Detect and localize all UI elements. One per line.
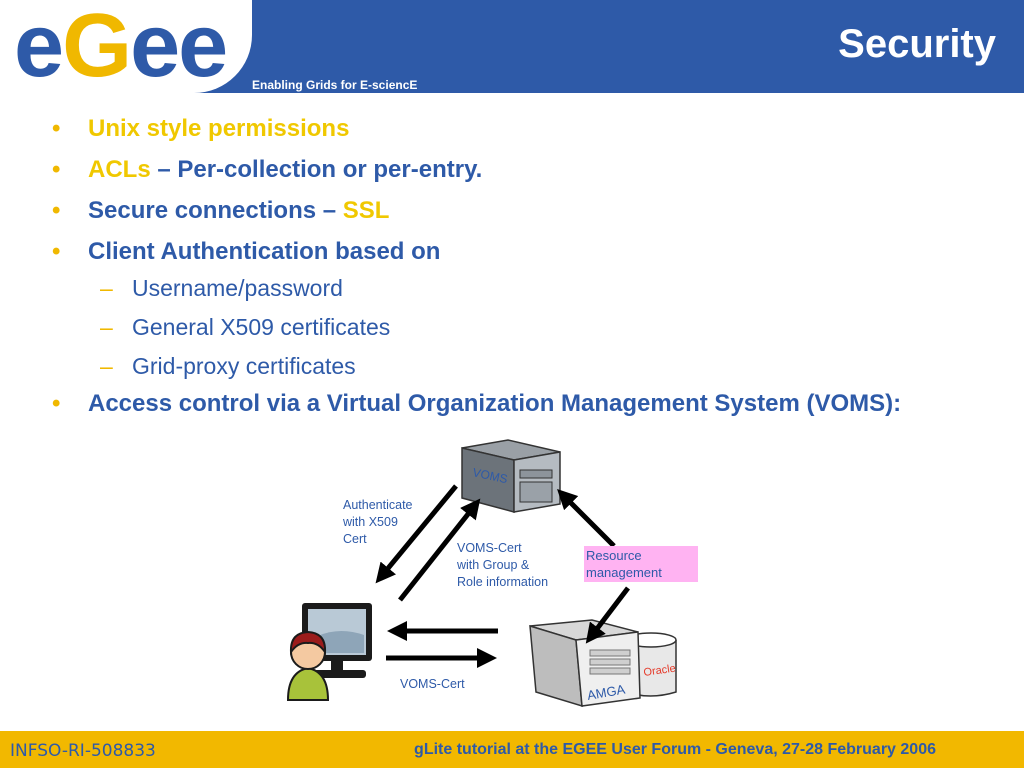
oracle-label: Oracle [643,663,677,679]
voms-cert-group-line: Role information [457,575,549,589]
voms-cert-group-line: with Group & [457,558,530,572]
bullet-list: • Unix style permissions • ACLs – Per-co… [52,114,982,430]
resource-management-box: Resource management [584,546,698,582]
bullet-text: – Per-collection or per-entry. [150,156,483,183]
bullet-item: • Secure connections – SSL [52,196,982,226]
bullet-item: • ACLs – Per-collection or per-entry. [52,155,982,185]
egee-logo: eGee [14,0,228,96]
user-icon [286,630,330,701]
arrow-resource-amga [585,586,630,644]
footer-bar [0,731,1024,768]
bullet-icon: • [52,197,61,224]
resource-label-line: Resource [586,548,642,563]
bullet-item: • Access control via a Virtual Organizat… [52,389,982,419]
voms-server-icon: VOMS [461,439,561,513]
sub-bullet-text: General X509 certificates [132,314,391,340]
bullet-icon: • [52,156,61,183]
voms-cert-group-label: VOMS-Cert with Group & Role information [457,540,548,591]
auth-label-line: Cert [343,532,367,546]
bullet-icon: • [52,238,61,265]
auth-label-line: Authenticate [343,498,413,512]
bullet-highlight: SSL [342,197,390,224]
arrow-auth [375,484,458,584]
arrow-voms-cert [398,498,481,602]
project-id: INFSO-RI-508833 [10,741,156,761]
bullet-icon: • [52,115,61,142]
bullet-icon: • [52,390,61,417]
arrow-resource-voms [557,489,616,548]
voms-cert-group-line: VOMS-Cert [457,541,522,555]
dash-icon: – [100,275,113,301]
sub-bullet-item: – Grid-proxy certificates [52,351,982,381]
amga-label: AMGA [586,681,627,702]
tagline: Enabling Grids for E-sciencE [252,78,418,92]
dash-icon: – [100,314,113,340]
sub-bullet-item: – General X509 certificates [52,312,982,342]
auth-label: Authenticate with X509 Cert [343,497,413,548]
voms-cert-label: VOMS-Cert [400,677,465,691]
dash-icon: – [100,353,113,379]
logo-area [0,0,252,93]
sub-bullet-text: Grid-proxy certificates [132,353,356,379]
bullet-item: • Client Authentication based on [52,237,982,267]
sub-bullet-item: – Username/password [52,273,982,303]
amga-server-icon: AMGA Oracle [529,619,677,708]
bullet-highlight: Unix style permissions [88,115,350,142]
bullet-item: • Unix style permissions [52,114,982,144]
slide-title: Security [838,22,996,66]
sub-bullet-text: Username/password [132,275,343,301]
event-caption: gLite tutorial at the EGEE User Forum - … [414,741,936,758]
bullet-text: Client Authentication based on [88,238,441,265]
bullet-text: Access control via a Virtual Organizatio… [88,390,902,417]
bullet-text: Secure connections – [88,197,343,224]
auth-label-line: with X509 [343,515,398,529]
bullet-highlight: ACLs [88,156,151,183]
resource-label-line: management [586,565,662,580]
